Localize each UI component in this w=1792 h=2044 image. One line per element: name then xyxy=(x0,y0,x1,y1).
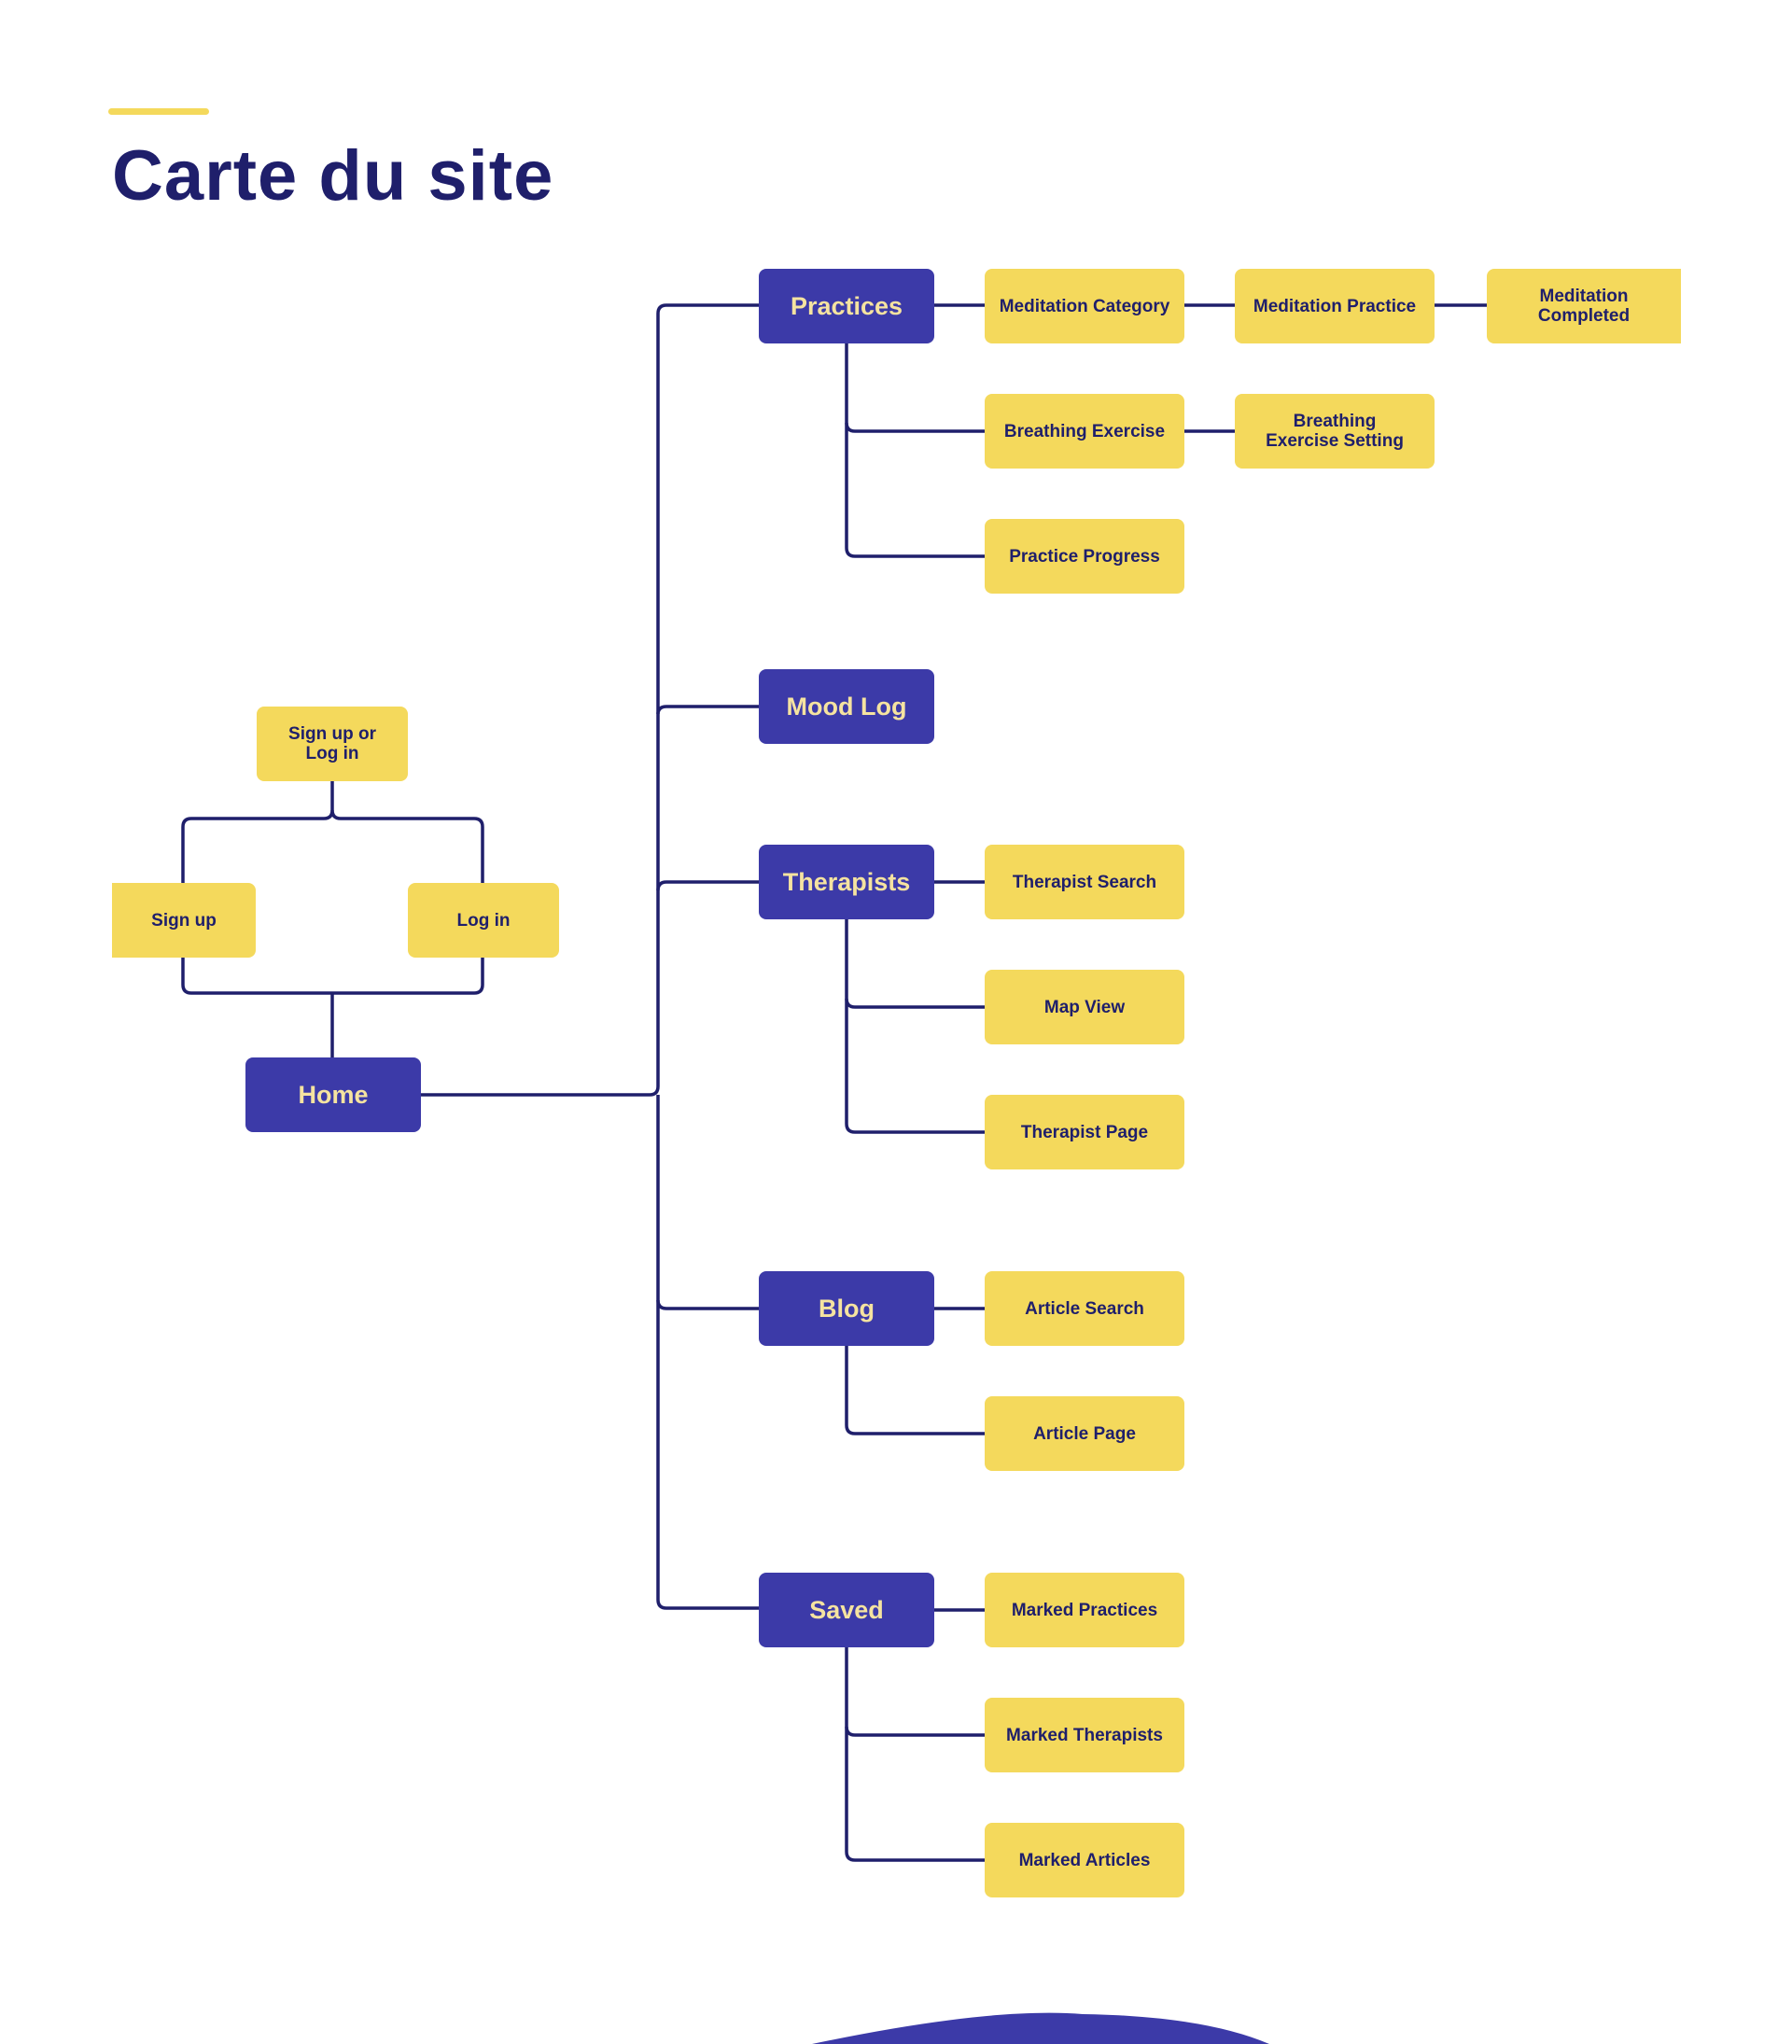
node-label: Breathing Exercise xyxy=(1003,421,1166,441)
node-login[interactable]: Log in xyxy=(408,883,559,958)
node-therapists[interactable]: Therapists xyxy=(759,845,934,919)
node-label: Therapist Search xyxy=(1012,872,1157,892)
connector-line xyxy=(420,303,759,1097)
node-label: Map View xyxy=(1043,997,1126,1017)
node-label: Article Page xyxy=(1033,1423,1136,1444)
node-label: Sign up xyxy=(151,910,217,931)
node-label: Home xyxy=(298,1080,369,1109)
node-label: Therapists xyxy=(782,867,911,896)
node-practice-progress[interactable]: Practice Progress xyxy=(985,519,1184,594)
node-article-search[interactable]: Article Search xyxy=(985,1271,1184,1346)
node-label: Blog xyxy=(819,1294,875,1323)
node-article-page[interactable]: Article Page xyxy=(985,1396,1184,1471)
connector-line xyxy=(656,705,759,715)
node-label: Marked Practices xyxy=(1011,1600,1158,1620)
node-label: Marked Articles xyxy=(1018,1850,1151,1870)
node-label: Meditation Completed xyxy=(1537,287,1631,326)
page-title: Carte du site xyxy=(112,136,554,216)
connector-line xyxy=(330,809,484,883)
node-label: Marked Therapists xyxy=(1006,1725,1163,1745)
node-marked-therapists[interactable]: Marked Therapists xyxy=(985,1698,1184,1772)
node-label: Log in xyxy=(456,910,511,931)
node-therapist-page[interactable]: Therapist Page xyxy=(985,1095,1184,1169)
connector-line xyxy=(845,998,985,1009)
node-label: Meditation Category xyxy=(999,296,1170,316)
connector-line xyxy=(845,1647,985,1862)
connector-line xyxy=(656,1299,759,1310)
node-signup[interactable]: Sign up xyxy=(112,883,256,958)
node-marked-practices[interactable]: Marked Practices xyxy=(985,1573,1184,1647)
node-map-view[interactable]: Map View xyxy=(985,970,1184,1044)
node-label: Saved xyxy=(809,1595,884,1624)
node-practices[interactable]: Practices xyxy=(759,269,934,343)
connector-line xyxy=(845,1346,985,1435)
connector-line xyxy=(656,880,759,891)
node-signup-or-login[interactable]: Sign up or Log in xyxy=(257,707,408,781)
connector-line xyxy=(845,1726,985,1737)
node-label: Article Search xyxy=(1025,1298,1144,1319)
node-label: Breathing Exercise Setting xyxy=(1266,412,1404,451)
node-marked-articles[interactable]: Marked Articles xyxy=(985,1823,1184,1897)
connector-line xyxy=(181,956,484,995)
connector-line xyxy=(845,919,985,1134)
decorative-wave xyxy=(812,2012,1269,2044)
node-home[interactable]: Home xyxy=(245,1057,421,1132)
node-label: Practice Progress xyxy=(1009,546,1160,567)
node-breathing-exercise-setting[interactable]: Breathing Exercise Setting xyxy=(1235,394,1435,469)
node-label: Sign up or Log in xyxy=(288,724,376,763)
connector-line xyxy=(181,779,334,883)
node-blog[interactable]: Blog xyxy=(759,1271,934,1346)
node-breathing-exercise[interactable]: Breathing Exercise xyxy=(985,394,1184,469)
node-mood-log[interactable]: Mood Log xyxy=(759,669,934,744)
node-therapist-search[interactable]: Therapist Search xyxy=(985,845,1184,919)
node-meditation-category[interactable]: Meditation Category xyxy=(985,269,1184,343)
connector-line xyxy=(845,422,1235,433)
node-meditation-practice[interactable]: Meditation Practice xyxy=(1235,269,1435,343)
node-label: Practices xyxy=(790,291,903,320)
connector-line xyxy=(845,342,985,558)
title-accent-bar xyxy=(108,108,209,115)
connector-line xyxy=(656,1095,759,1610)
node-meditation-completed[interactable]: Meditation Completed xyxy=(1487,269,1681,343)
node-label: Therapist Page xyxy=(1020,1122,1149,1142)
node-saved[interactable]: Saved xyxy=(759,1573,934,1647)
node-label: Meditation Practice xyxy=(1253,296,1417,316)
node-label: Mood Log xyxy=(786,692,907,721)
